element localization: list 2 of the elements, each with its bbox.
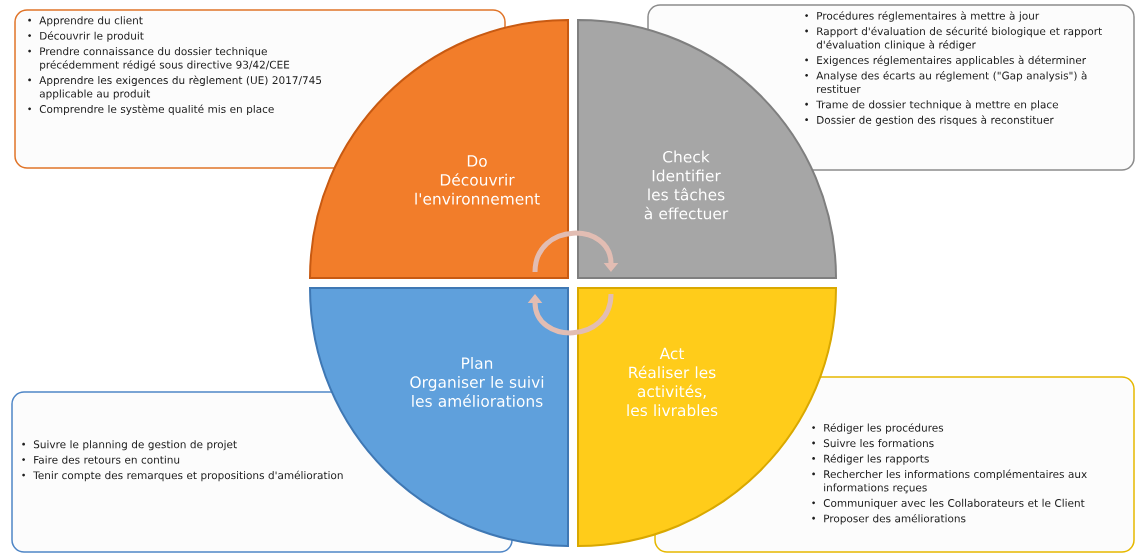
curved-arrow (532, 230, 619, 273)
curved-arrow (527, 293, 614, 336)
